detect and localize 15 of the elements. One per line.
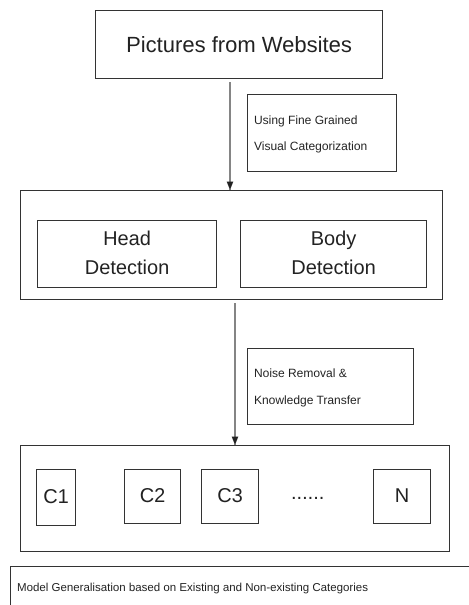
category-box: N bbox=[373, 469, 431, 524]
process-box: Head Detection bbox=[37, 220, 217, 288]
category-box: C2 bbox=[124, 469, 181, 524]
ellipsis-text: ...... bbox=[291, 482, 324, 505]
group-box bbox=[20, 445, 450, 552]
note-box: Model Generalisation based on Existing and Non-existing Categories bbox=[10, 566, 469, 605]
arrow bbox=[232, 303, 238, 445]
category-box: C3 bbox=[201, 469, 259, 524]
category-box: C1 bbox=[36, 469, 76, 526]
process-box: Pictures from Websites bbox=[95, 10, 383, 79]
group-box bbox=[20, 190, 443, 300]
note-box: Noise Removal & Knowledge Transfer bbox=[247, 348, 414, 425]
note-box: Using Fine Grained Visual Categorization bbox=[247, 94, 397, 172]
process-box: Body Detection bbox=[240, 220, 427, 288]
arrow bbox=[226, 82, 234, 190]
